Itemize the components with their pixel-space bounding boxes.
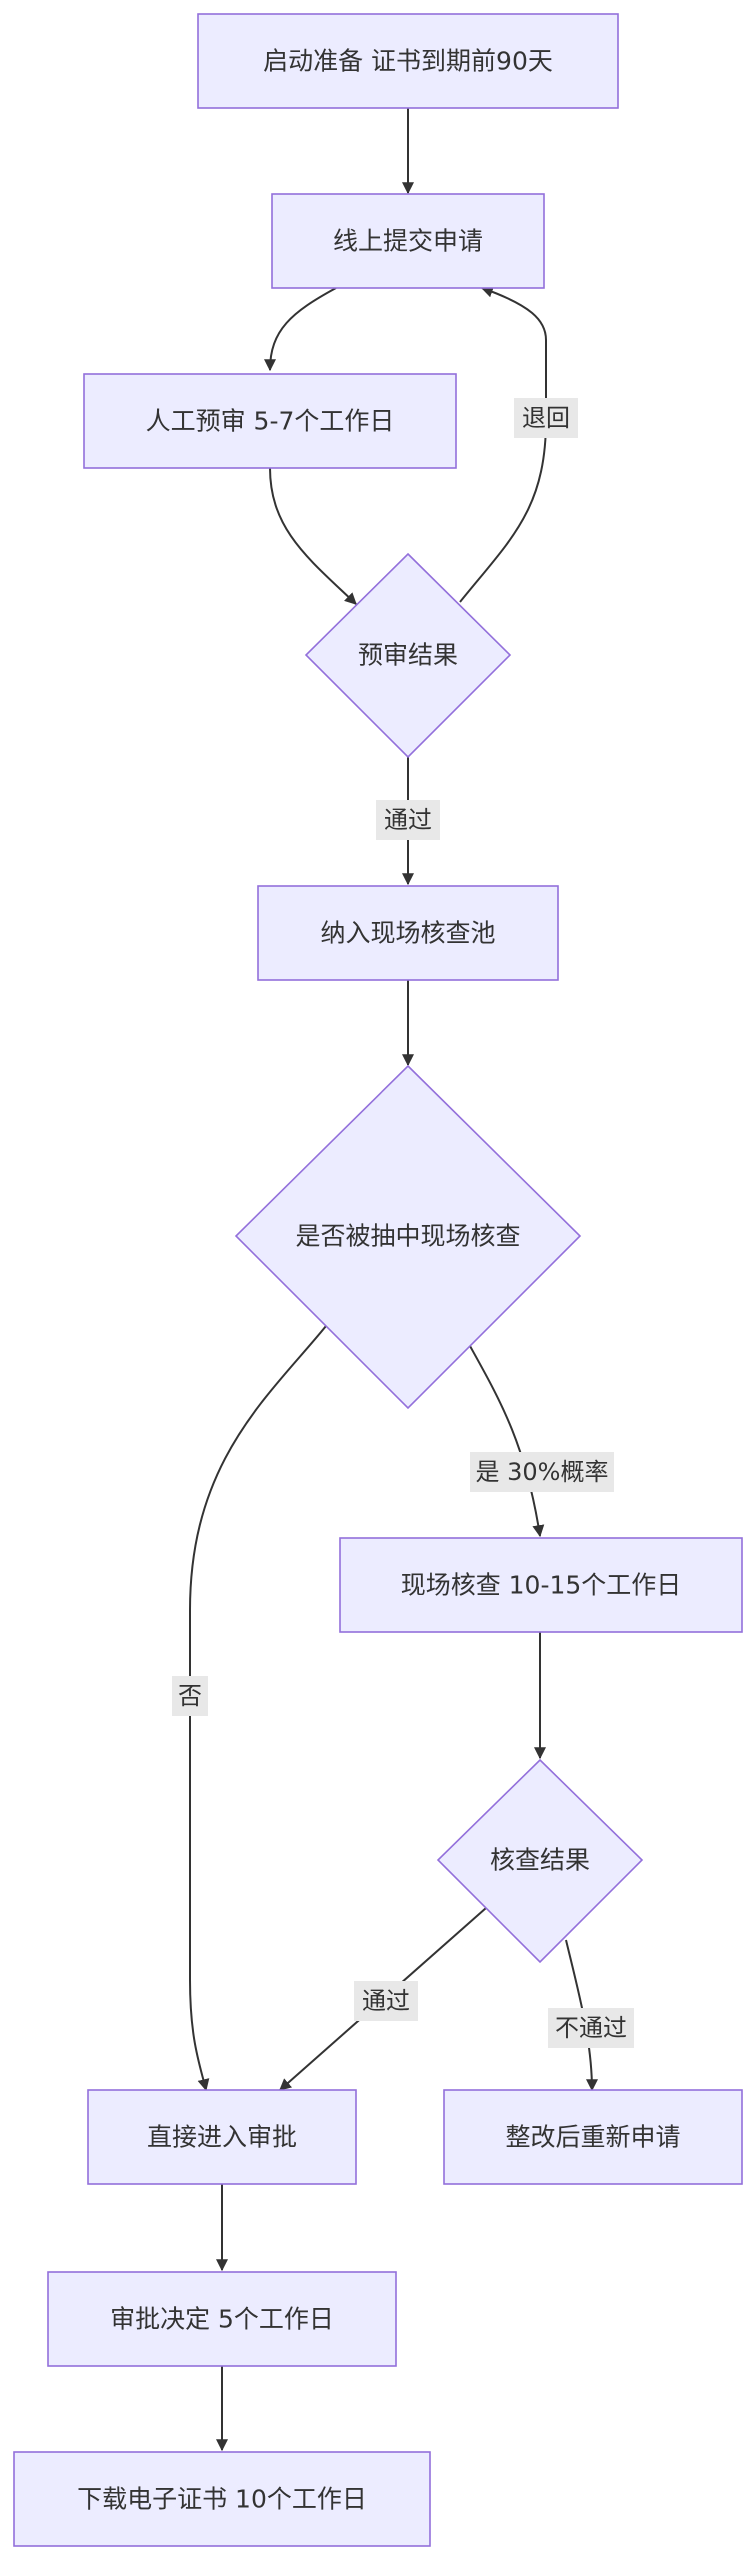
node-sampled-label: 是否被抽中现场核查 — [295, 1222, 520, 1251]
edge-label-onsite-fail: 不通过 — [548, 2008, 634, 2048]
node-direct-label: 直接进入审批 — [147, 2123, 297, 2152]
node-onsite-label: 现场核查 10-15个工作日 — [401, 1571, 682, 1600]
node-onsite-result-label: 核查结果 — [490, 1846, 590, 1875]
node-onsite: 现场核查 10-15个工作日 — [339, 1537, 743, 1633]
node-pool-label: 纳入现场核查池 — [320, 919, 495, 948]
edge-label-prereview-pass: 通过 — [376, 800, 440, 840]
node-sampled: 是否被抽中现场核查 — [234, 1064, 582, 1410]
edge-label-prereview-pass-text: 通过 — [384, 806, 432, 834]
node-onsite-result: 核查结果 — [436, 1758, 644, 1964]
edge-label-sampled-no-text: 否 — [178, 1682, 202, 1710]
edge-label-sampled-yes-text: 是 30%概率 — [476, 1458, 609, 1486]
edge-label-sampled-no: 否 — [172, 1676, 208, 1716]
node-submit: 线上提交申请 — [271, 193, 545, 289]
edge-prereview-to-result — [269, 467, 357, 605]
edge-label-onsite-fail-text: 不通过 — [555, 2014, 627, 2042]
node-submit-label: 线上提交申请 — [333, 227, 483, 256]
edge-sampled-to-direct — [189, 1325, 327, 2092]
edge-label-onsite-pass: 通过 — [354, 1981, 418, 2021]
edge-label-sampled-yes: 是 30%概率 — [470, 1452, 614, 1492]
node-decision: 审批决定 5个工作日 — [47, 2271, 397, 2367]
node-start-label: 启动准备 证书到期前90天 — [263, 47, 553, 76]
node-decision-label: 审批决定 5个工作日 — [110, 2305, 334, 2334]
node-direct: 直接进入审批 — [87, 2089, 357, 2185]
node-prereview-result-label: 预审结果 — [358, 641, 458, 670]
node-download-label: 下载电子证书 10个工作日 — [77, 2485, 367, 2514]
edge-label-onsite-pass-text: 通过 — [362, 1987, 410, 2015]
node-prereview: 人工预审 5-7个工作日 — [83, 373, 457, 469]
edge-label-returned: 退回 — [514, 398, 578, 438]
node-download: 下载电子证书 10个工作日 — [13, 2451, 431, 2547]
node-prereview-result: 预审结果 — [304, 552, 512, 759]
node-rectify-label: 整改后重新申请 — [505, 2123, 680, 2152]
node-start: 启动准备 证书到期前90天 — [197, 13, 619, 109]
node-pool: 纳入现场核查池 — [257, 885, 559, 981]
node-rectify: 整改后重新申请 — [443, 2089, 743, 2185]
edge-submit-to-prereview — [264, 287, 337, 372]
node-prereview-label: 人工预审 5-7个工作日 — [146, 407, 395, 436]
edge-sampled-to-onsite — [469, 1345, 545, 1538]
edge-result-back-to-submit — [459, 285, 547, 603]
edge-label-returned-text: 退回 — [522, 404, 570, 432]
